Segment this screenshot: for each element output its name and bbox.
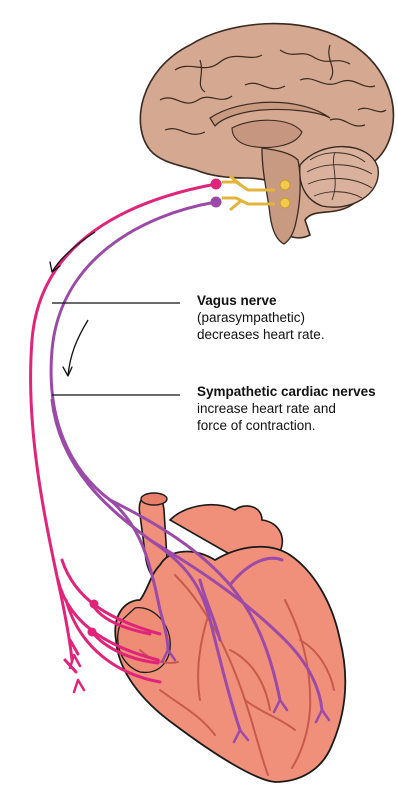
origin-node — [280, 180, 290, 190]
vagus-nerve-desc-2: decreases heart rate. — [197, 326, 325, 343]
origin-node — [280, 198, 290, 208]
ganglion-node — [88, 628, 97, 637]
vagus-nerve-label: Vagus nerve (parasympathetic) decreases … — [197, 292, 325, 343]
sympathetic-nerves-label: Sympathetic cardiac nerves increase hear… — [197, 383, 376, 434]
sympathetic-nerves-desc-1: increase heart rate and — [197, 400, 376, 417]
vagus-nerve-desc-1: (parasympathetic) — [197, 309, 325, 326]
sympathetic-origin-node — [211, 197, 222, 208]
sympathetic-nerves-desc-2: force of contraction. — [197, 417, 376, 434]
vagus-origin-node — [211, 179, 222, 190]
aorta-opening — [141, 493, 167, 505]
vagus-nerve-title: Vagus nerve — [197, 292, 325, 309]
heart-illustration — [115, 493, 345, 782]
vagus-terminals — [70, 655, 84, 692]
cerebellum — [300, 147, 379, 208]
curved-down-arrow — [63, 320, 88, 376]
brainstem — [262, 148, 300, 244]
sympathetic-nerves-title: Sympathetic cardiac nerves — [197, 383, 376, 400]
ganglion-node — [90, 600, 99, 609]
